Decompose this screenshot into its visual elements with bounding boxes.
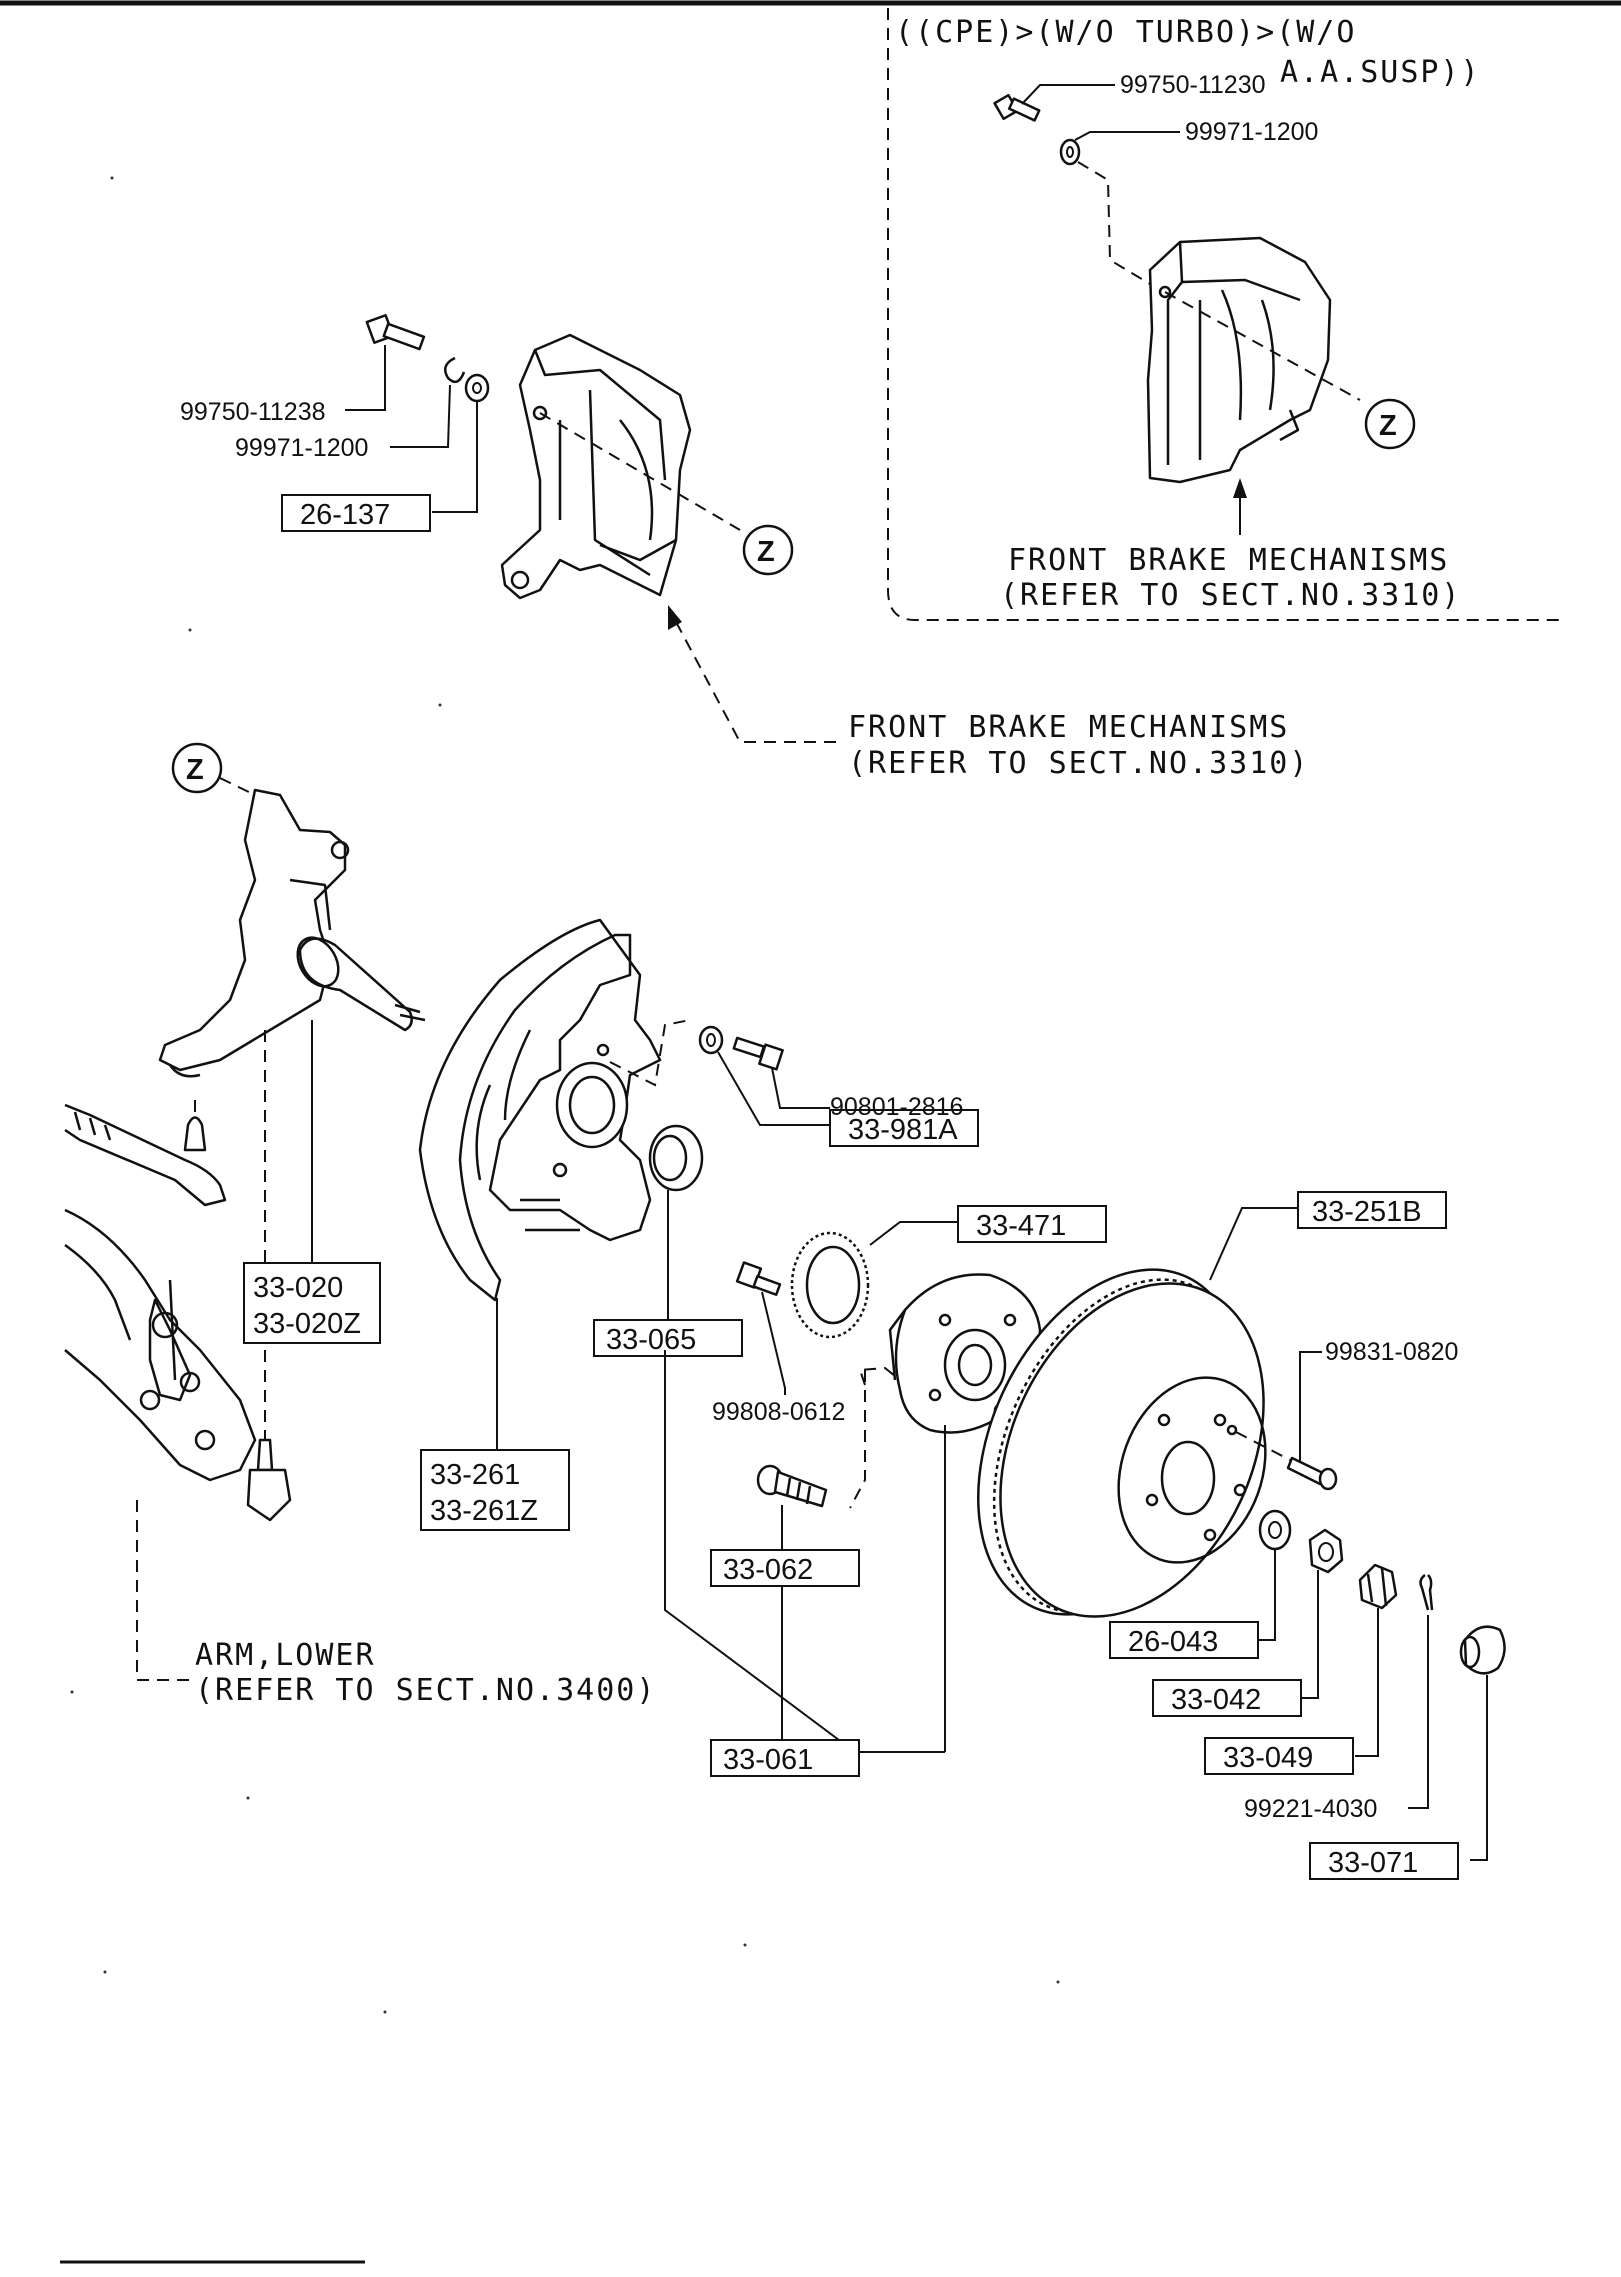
hub-bolt-icon xyxy=(756,1464,828,1508)
brake-disc-part-number: 33-251B xyxy=(1312,1196,1422,1228)
dust-shield-part-box xyxy=(420,1449,570,1531)
inset-caption-line1: FRONT BRAKE MECHANISMS xyxy=(1008,543,1449,578)
caliper-shim-label: 26-137 xyxy=(300,499,390,531)
nut-33-042-icon xyxy=(1308,1528,1344,1574)
brake-disc-group: 33-251B 99831-0820 xyxy=(977,1191,1458,1618)
tie-rod-icon xyxy=(64,1103,227,1207)
caliper-z-letter: Z xyxy=(757,536,775,568)
washer-33-981a-label: 33-981A xyxy=(848,1114,958,1146)
hub-bolt-part-box xyxy=(710,1549,860,1587)
arm-caption-line2: (REFER TO SECT.NO.3400) xyxy=(195,1673,656,1708)
washer-26-043-label: 26-043 xyxy=(1128,1626,1218,1658)
caliper-bolt-label: 99750-11238 xyxy=(180,398,326,426)
caliper-z-marker xyxy=(742,524,794,576)
oil-seal-icon xyxy=(648,1124,704,1192)
caliper-shim-icon xyxy=(464,373,490,403)
dust-shield-group: 33-261 33-261Z 33-981A 90801-2816 xyxy=(418,918,979,1531)
knuckle-z-letter: Z xyxy=(186,754,204,786)
scan-specks xyxy=(70,176,1060,2014)
bolt-99808-label: 99808-0612 xyxy=(712,1398,845,1426)
nut-33-042-label: 33-042 xyxy=(1171,1684,1261,1716)
grease-cap-label: 33-071 xyxy=(1328,1847,1418,1879)
arm-caption-line1: ARM,LOWER xyxy=(195,1638,376,1673)
inset-condition-line2: A.A.SUSP)) xyxy=(1280,55,1481,90)
sensor-rotor-icon xyxy=(790,1231,870,1339)
hub-part-number: 33-061 xyxy=(723,1744,813,1776)
inset-caption-line2: (REFER TO SECT.NO.3310) xyxy=(1000,578,1461,613)
oil-seal-part-number: 33-065 xyxy=(606,1324,696,1356)
caliper-washer-label: 99971-1200 xyxy=(235,434,368,462)
grease-cap-box xyxy=(1309,1842,1459,1880)
caliper-group: 99750-11238 99971-1200 26-137 Z FRONT BR… xyxy=(180,313,1309,781)
dust-shield-icon xyxy=(418,918,662,1302)
bolt-99808-icon xyxy=(735,1261,782,1296)
caliper-shim-box xyxy=(281,494,431,532)
sensor-rotor-part-box xyxy=(957,1205,1107,1243)
washer-33-981a-icon xyxy=(698,1025,724,1055)
caliper-caption-line1: FRONT BRAKE MECHANISMS xyxy=(848,710,1289,745)
inset-caliper-icon xyxy=(1146,236,1332,484)
caliper-icon xyxy=(500,333,692,600)
inset-washer-icon xyxy=(1059,138,1081,166)
inset-z-letter: Z xyxy=(1379,410,1397,442)
inset-condition-line1: ((CPE)>(W/O TURBO)>(W/O xyxy=(895,15,1356,50)
brake-disc-part-box xyxy=(1297,1191,1447,1229)
washer-26-043-icon xyxy=(1258,1509,1292,1551)
hardware-stack-group: 26-043 33-042 33-049 99221-4030 33-071 xyxy=(1109,1509,1506,1880)
lower-arm-icon xyxy=(64,1208,257,1482)
bolt-90801-label: 90801-2816 xyxy=(830,1093,963,1121)
caliper-bolt-icon xyxy=(365,313,426,351)
washer-26-043-box xyxy=(1109,1621,1259,1659)
inset-bolt-icon xyxy=(993,93,1041,122)
inset-panel: ((CPE)>(W/O TURBO)>(W/O A.A.SUSP)) 99750… xyxy=(887,8,1560,621)
dust-shield-part-number-z: 33-261Z xyxy=(430,1495,538,1527)
inset-z-marker xyxy=(1364,398,1416,450)
screw-99831-icon xyxy=(1286,1456,1338,1491)
caliper-caption-line2: (REFER TO SECT.NO.3310) xyxy=(848,746,1309,781)
lock-nut-33-049-box xyxy=(1204,1737,1354,1775)
hub-bolt-part-number: 33-062 xyxy=(723,1554,813,1586)
cotter-pin-label: 99221-4030 xyxy=(1244,1795,1377,1823)
lock-nut-33-049-label: 33-049 xyxy=(1223,1742,1313,1774)
knuckle-z-marker xyxy=(171,742,223,794)
knuckle-part-box xyxy=(243,1262,381,1344)
nut-33-042-box xyxy=(1152,1679,1302,1717)
cotter-pin-icon xyxy=(1419,1573,1434,1611)
sensor-rotor-part-number: 33-471 xyxy=(976,1210,1066,1242)
bolt-90801-icon xyxy=(732,1036,784,1071)
suspension-arm-group: ARM,LOWER (REFER TO SECT.NO.3400) xyxy=(64,1100,656,1708)
washer-33-981a-box xyxy=(829,1109,979,1147)
screw-99831-label: 99831-0820 xyxy=(1325,1338,1458,1366)
caliper-washer-icon xyxy=(443,356,466,384)
knuckle-part-number: 33-020 xyxy=(253,1272,343,1304)
hub-bolt-group: 33-062 33-061 xyxy=(710,1464,860,1777)
sensor-rotor-group: 33-471 99808-0612 xyxy=(712,1205,1107,1426)
oil-seal-part-box xyxy=(593,1319,743,1357)
dust-shield-part-number: 33-261 xyxy=(430,1459,520,1491)
inset-washer-label: 99971-1200 xyxy=(1185,118,1318,146)
steering-knuckle-icon xyxy=(158,788,426,1078)
hub-part-box xyxy=(710,1739,860,1777)
knuckle-part-number-z: 33-020Z xyxy=(253,1308,361,1340)
knuckle-group: Z 33-020 33-020Z xyxy=(158,742,426,1440)
inset-bolt-label: 99750-11230 xyxy=(1120,71,1266,99)
lock-nut-33-049-icon xyxy=(1358,1563,1398,1610)
oil-seal-group: 33-065 xyxy=(593,1124,743,1357)
